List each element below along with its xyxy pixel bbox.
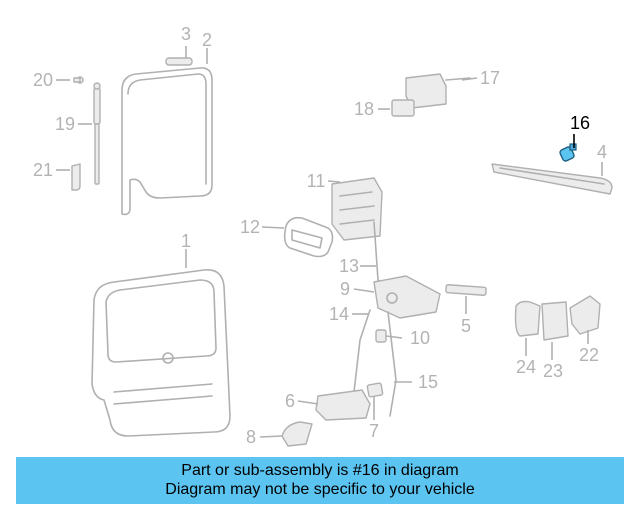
clip-part-7 (366, 382, 384, 398)
callout-2: 2 (202, 30, 212, 50)
gas-strut-part (93, 82, 101, 185)
handle-part (281, 421, 313, 447)
switch-part-16 (559, 143, 577, 162)
rod-part-15 (387, 311, 397, 417)
callout-21: 21 (33, 160, 53, 180)
strut-bracket-part (71, 163, 81, 191)
callout-3: 3 (181, 24, 191, 44)
callout-10: 10 (410, 328, 430, 348)
clip-part (375, 329, 387, 343)
callout-16: 16 (570, 113, 590, 133)
bumper-part (514, 300, 541, 337)
latch-part (373, 275, 441, 319)
callout-19: 19 (55, 114, 75, 134)
info-banner: Part or sub-assembly is #16 in diagram D… (16, 457, 624, 504)
hinge-part-22 (569, 295, 601, 335)
callout-5: 5 (461, 316, 471, 336)
callout-23: 23 (543, 361, 563, 381)
callout-17: 17 (480, 68, 500, 88)
parts-diagram: 1 2 3 4 5 6 7 8 9 10 11 12 13 14 15 16 1… (33, 24, 613, 447)
striker-part (541, 301, 569, 341)
callout-9: 9 (340, 279, 350, 299)
callout-18: 18 (354, 99, 374, 119)
callout-8: 8 (246, 427, 256, 447)
callout-11: 11 (307, 171, 326, 191)
leader-lines (56, 46, 603, 438)
callout-4: 4 (597, 142, 607, 162)
rod-part-14 (353, 309, 371, 393)
ball-stud-part (73, 76, 84, 84)
banner-line-2: Diagram may not be specific to your vehi… (165, 481, 475, 498)
trim-strip-part (165, 57, 193, 66)
handle-frame-part (283, 216, 334, 258)
plate-part (391, 99, 415, 117)
callout-24: 24 (516, 357, 536, 377)
banner-line-1: Part or sub-assembly is #16 in diagram (181, 462, 459, 479)
callout-12: 12 (240, 217, 260, 237)
lock-actuator-part (331, 177, 383, 241)
hinge-part (405, 73, 471, 109)
tailgate-part (91, 269, 231, 437)
rail-part (491, 163, 613, 195)
callout-22: 22 (579, 345, 599, 365)
lock-part (315, 389, 371, 421)
callout-15: 15 (418, 372, 438, 392)
glass-panel-part (121, 67, 213, 216)
callout-13: 13 (339, 256, 359, 276)
callout-20: 20 (33, 70, 53, 90)
callout-14: 14 (329, 304, 349, 324)
striker-strip-part (445, 284, 487, 296)
callout-7: 7 (369, 421, 379, 441)
callout-1: 1 (181, 231, 191, 251)
callout-6: 6 (285, 391, 295, 411)
